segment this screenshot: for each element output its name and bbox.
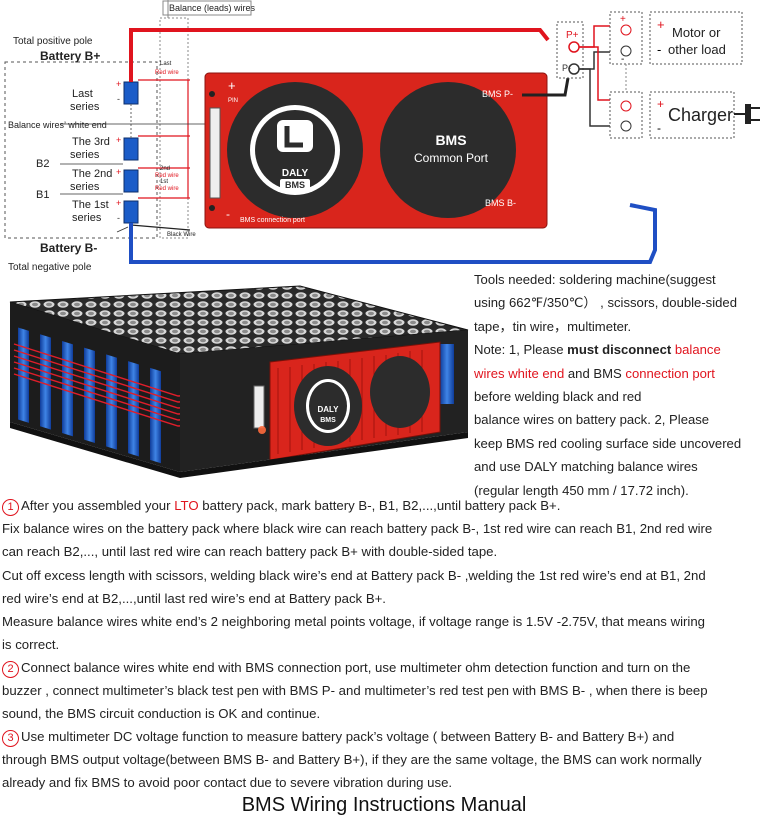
second-wire-label-1: 2nd	[160, 166, 170, 172]
second-wire-label-2: Red wire	[155, 173, 179, 179]
tools-line-2: using 662℉/350℃） , scissors, double-side…	[474, 295, 737, 311]
balance-white-end-label: Balance wires’ white end	[8, 120, 107, 130]
step-1-text-3: can reach B2,..., until last red wire ca…	[2, 544, 498, 559]
note-line-2: wires white end and BMS connection port	[474, 365, 715, 381]
svg-text:+: +	[116, 198, 121, 208]
motor-label-1: Motor or	[672, 25, 721, 40]
svg-text:+: +	[116, 135, 121, 145]
negative-wire	[129, 203, 657, 264]
plug-icon	[734, 104, 760, 124]
battery-cells: + + + + - -	[116, 79, 139, 224]
last-wire-label-1: Last	[160, 61, 172, 67]
note-line-7: (regular length 450 mm / 17.72 inch).	[474, 482, 689, 498]
logo-daly: DALY	[282, 168, 309, 179]
svg-text:-: -	[226, 207, 230, 221]
b1-label: B1	[36, 189, 49, 201]
total-positive-pole: Total positive pole	[13, 36, 93, 47]
note-line-5: keep BMS red cooling surface side uncove…	[474, 435, 742, 451]
motor-label-2: other load	[668, 42, 726, 57]
step-1-text-6: Measure balance wires white end’s 2 neig…	[2, 614, 706, 629]
step-3-text-3: already and fix BMS to avoid poor contac…	[2, 775, 453, 790]
photo-logo-bms: BMS	[320, 417, 336, 424]
third-series-1: The 3rd	[72, 136, 110, 148]
step-2-number: 2	[2, 661, 19, 678]
charger-label: Charger	[668, 105, 733, 125]
svg-text:-: -	[117, 213, 120, 223]
bms-title: BMS	[435, 132, 466, 148]
pin-label: PIN	[228, 98, 238, 104]
bms-module-photo: DALY BMS	[253, 341, 441, 461]
svg-text:-: -	[621, 54, 624, 65]
battery-pack-photo: DALY BMS	[9, 285, 469, 478]
manual-title: BMS Wiring Instructions Manual	[241, 794, 527, 816]
step-1-text-7: is correct.	[2, 637, 60, 652]
last-series-1: Last	[72, 88, 93, 100]
battery-b-plus: Battery B+	[40, 49, 100, 63]
first-wire-label-1: 1st	[160, 179, 168, 185]
step-2-text-2: buzzer , connect multimeter’s black test…	[2, 683, 708, 698]
first-series-1: The 1st	[72, 199, 109, 211]
motor-load-box	[649, 11, 743, 65]
tools-line-3: tape，tin wire，multimeter.	[474, 318, 632, 334]
b2-label: B2	[36, 158, 49, 170]
bms-p-minus-label: BMS P-	[482, 89, 513, 99]
logo-bms: BMS	[285, 180, 305, 190]
step-1-text-5: red wire’s end at B2,...,until last red …	[2, 591, 386, 606]
tools-note-block: Tools needed: soldering machine(suggest …	[474, 268, 766, 502]
svg-text:+: +	[657, 97, 664, 111]
charger-box	[649, 91, 735, 139]
svg-text:-: -	[657, 121, 661, 135]
last-wire-label-2: Red wire	[155, 70, 179, 76]
third-series-2: series	[70, 149, 100, 161]
second-series-1: The 2nd	[72, 168, 112, 180]
note-line-1: Note: 1, Please must disconnect balance	[474, 342, 721, 358]
common-port-label: Common Port	[414, 151, 489, 165]
svg-text:+: +	[657, 17, 665, 32]
tools-line-1: Tools needed: soldering machine(suggest	[474, 272, 716, 287]
p-plus-label: P+	[566, 30, 579, 41]
svg-text:+: +	[116, 167, 121, 177]
first-series-2: series	[72, 212, 102, 224]
black-wire-label: Black Wire	[167, 232, 196, 238]
step-1-text-4: Cut off excess length with scissors, wel…	[2, 568, 706, 583]
step-1-text-2: Fix balance wires on the battery pack wh…	[2, 521, 713, 536]
step-2-text-3: sound, the BMS circuit conduction is OK …	[2, 706, 321, 721]
svg-text:+: +	[620, 14, 626, 25]
step-1-number: 1	[2, 499, 19, 516]
wiring-diagram: + + + + - - BMS Common Port + PIN - BMS …	[4, 0, 760, 273]
svg-text:-: -	[117, 94, 120, 104]
p-minus-label: P-	[562, 63, 571, 73]
note-line-3: before welding black and red	[474, 389, 642, 405]
last-series-2: series	[70, 101, 100, 113]
total-negative-pole: Total negative pole	[8, 262, 92, 273]
bms-connection-port-label: BMS connection port	[240, 217, 305, 224]
svg-text:+: +	[116, 79, 121, 89]
svg-text:-: -	[657, 42, 661, 57]
photo-logo-daly: DALY	[317, 405, 339, 414]
battery-b-minus: Battery B-	[40, 241, 97, 255]
second-series-2: series	[70, 181, 100, 193]
balance-leads-label: Balance (leads) wires	[169, 3, 256, 13]
bms-b-minus-label: BMS B-	[485, 198, 516, 208]
battery-outline	[4, 61, 158, 239]
bms-board: BMS Common Port + PIN - BMS connection p…	[204, 72, 548, 229]
svg-text:+: +	[228, 78, 236, 93]
note-line-6: and use DALY matching balance wires	[474, 459, 698, 475]
note-line-4: balance wires on battery pack. 2, Please	[474, 412, 710, 428]
first-wire-label-2: Red wire	[155, 186, 179, 192]
positive-wire	[129, 28, 550, 82]
step-3-number: 3	[2, 730, 19, 747]
step-3-text-2: through BMS output voltage(between BMS B…	[2, 752, 702, 767]
